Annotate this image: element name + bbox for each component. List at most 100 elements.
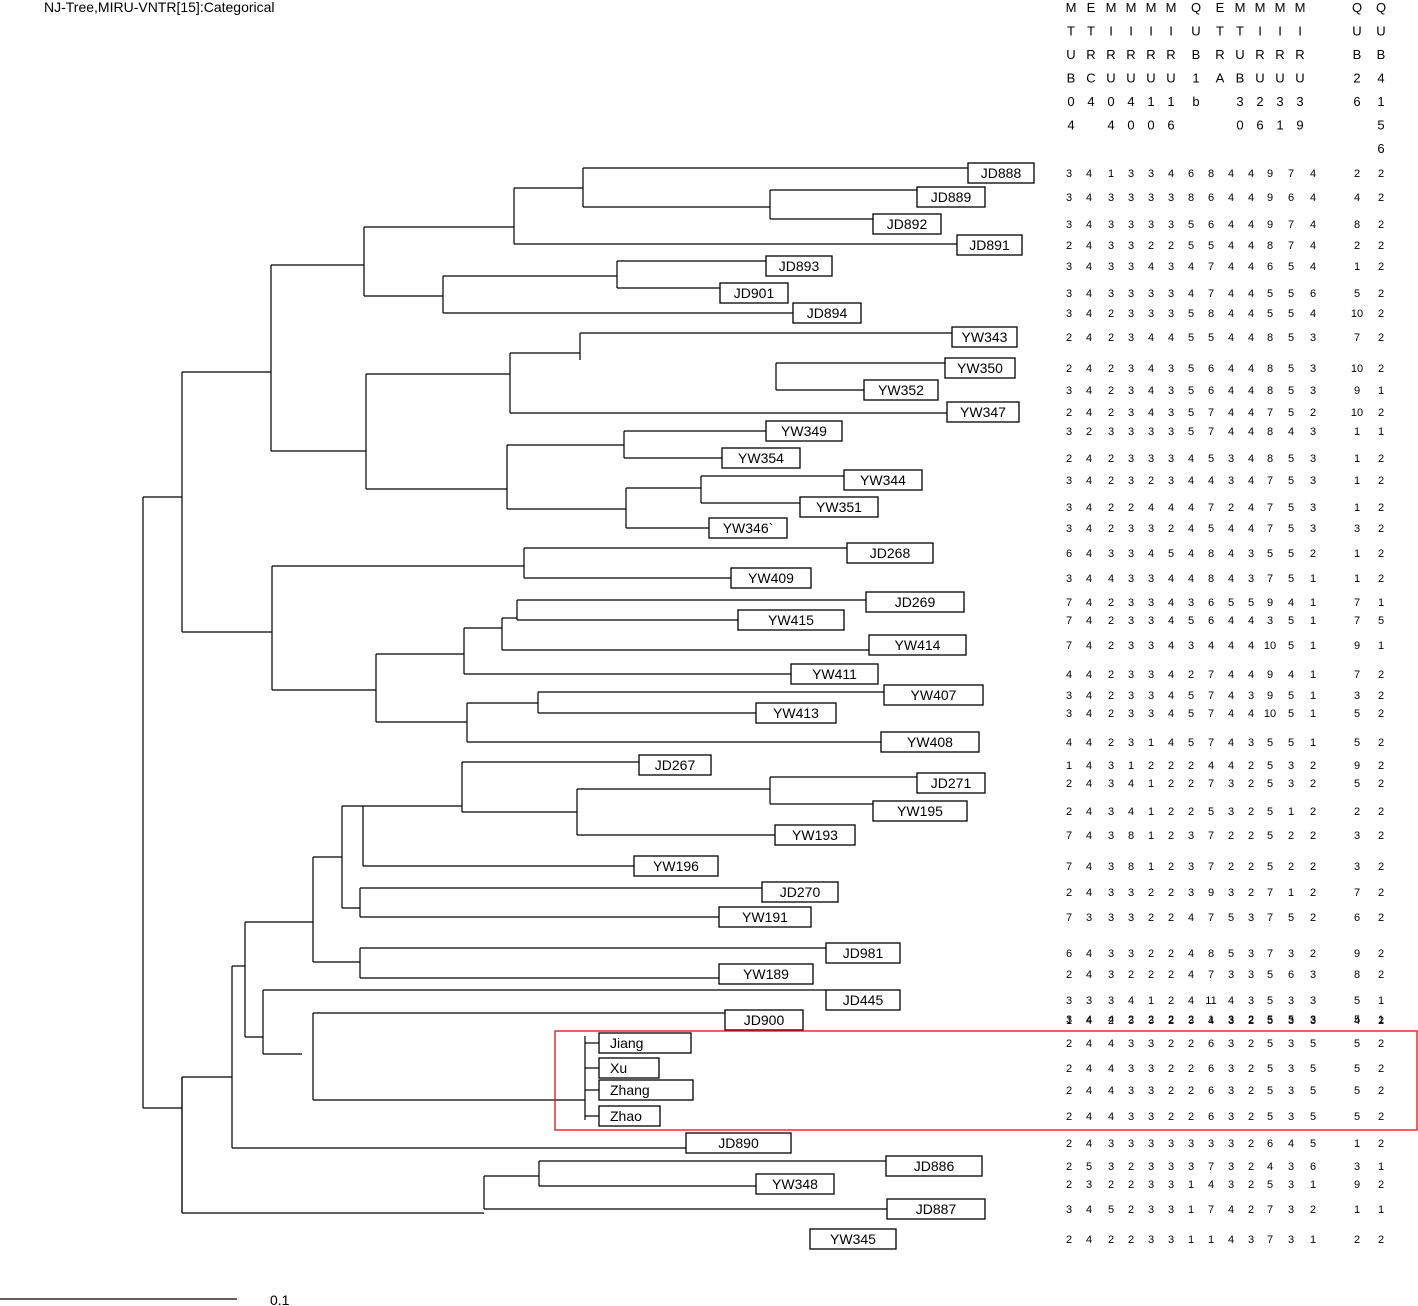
table-cell: 7 — [1208, 737, 1214, 749]
leaf-box — [719, 282, 789, 304]
leaf-node: YW415 — [737, 609, 845, 631]
table-cell: 3 — [1128, 240, 1134, 252]
table-cell: 3 — [1128, 385, 1134, 397]
table-cell: 3 — [1066, 573, 1072, 585]
table-cell: 1 — [1378, 385, 1384, 397]
table-cell: 7 — [1354, 597, 1360, 609]
table-cell: 7 — [1288, 240, 1294, 252]
table-cell: 2 — [1086, 426, 1092, 438]
table-cell: 2 — [1128, 1179, 1134, 1191]
table-cell: 3 — [1188, 1015, 1194, 1027]
leaf-label: YW413 — [773, 705, 819, 721]
table-cell: 5 — [1267, 548, 1273, 560]
table-cell: 6 — [1208, 363, 1214, 375]
leaf-label: YW343 — [962, 329, 1008, 345]
table-cell: 3 — [1188, 1161, 1194, 1173]
table-cell: 7 — [1267, 912, 1273, 924]
table-cell: 5 — [1378, 615, 1384, 627]
table-cell: 3 — [1310, 1015, 1316, 1027]
leaf-box — [916, 772, 986, 794]
table-cell: 2 — [1378, 475, 1384, 487]
table-cell: 2 — [1378, 240, 1384, 252]
table-cell: 2 — [1378, 219, 1384, 231]
table-cell: 8 — [1354, 219, 1360, 231]
table-cell: 2 — [1148, 969, 1154, 981]
table-cell: 2 — [1378, 288, 1384, 300]
table-cell: 4 — [1228, 760, 1234, 772]
table-cell: 4 — [1188, 912, 1194, 924]
leaf-box — [825, 942, 901, 964]
table-cell: 2 — [1378, 1085, 1384, 1097]
table-cell: 4 — [1086, 332, 1092, 344]
table-cell: 3 — [1310, 523, 1316, 535]
table-cell: 5 — [1267, 806, 1273, 818]
table-cell: 4 — [1086, 948, 1092, 960]
table-cell: 2 — [1128, 1204, 1134, 1216]
table-cell: 3 — [1248, 737, 1254, 749]
table-cell: 9 — [1267, 669, 1273, 681]
table-cell: 3 — [1148, 640, 1154, 652]
table-cell: 6 — [1208, 219, 1214, 231]
table-cell: 3 — [1354, 523, 1360, 535]
table-cell: 9 — [1354, 1179, 1360, 1191]
table-cell: 6 — [1208, 385, 1214, 397]
table-cell: 10 — [1351, 363, 1363, 375]
table-cell: 2 — [1248, 1138, 1254, 1150]
table-cell: 5 — [1267, 778, 1273, 790]
table-cell: 3 — [1248, 948, 1254, 960]
table-cell: 3 — [1148, 1111, 1154, 1123]
table-cell: 4 — [1228, 407, 1234, 419]
table-cell: 5 — [1267, 760, 1273, 772]
table-cell: 5 — [1354, 288, 1360, 300]
table-cell: 5 — [1310, 1063, 1316, 1075]
leaf-box — [730, 567, 812, 589]
leaf-label: YW408 — [907, 734, 953, 750]
table-cell: 2 — [1108, 615, 1114, 627]
table-cell: 3 — [1188, 830, 1194, 842]
table-cell: 9 — [1354, 948, 1360, 960]
table-cell: 4 — [1228, 240, 1234, 252]
table-cell: 5 — [1288, 308, 1294, 320]
table-cell: 4 — [1188, 288, 1194, 300]
table-cell: 4 — [1228, 523, 1234, 535]
table-cell: 2 — [1310, 806, 1316, 818]
table-cell: 1 — [1354, 426, 1360, 438]
table-cell: 3 — [1128, 708, 1134, 720]
table-cell: 3 — [1066, 475, 1072, 487]
table-cell: 5 — [1228, 948, 1234, 960]
leaf-node: YW411 — [790, 663, 879, 685]
table-cell: 5 — [1208, 332, 1214, 344]
table-cell: 3 — [1086, 1179, 1092, 1191]
table-cell: 9 — [1267, 597, 1273, 609]
table-cell: 2 — [1378, 308, 1384, 320]
table-cell: 3 — [1148, 1015, 1154, 1027]
table-cell: 8 — [1188, 192, 1194, 204]
table-cell: 2 — [1148, 887, 1154, 899]
table-cell: 1 — [1378, 1161, 1384, 1173]
table-cell: 4 — [1086, 523, 1092, 535]
table-cell: 2 — [1378, 168, 1384, 180]
table-cell: 2 — [1378, 887, 1384, 899]
table-cell: 9 — [1267, 219, 1273, 231]
table-cell: 4 — [1248, 261, 1254, 273]
table-cell: 5 — [1288, 502, 1294, 514]
leaf-node: YW191 — [718, 906, 812, 928]
table-cell: 4 — [1148, 385, 1154, 397]
table-cell: 5 — [1310, 1038, 1316, 1050]
table-cell: 6 — [1310, 288, 1316, 300]
table-cell: 7 — [1208, 912, 1214, 924]
table-cell: 3 — [1228, 1063, 1234, 1075]
leaf-node: JD886 — [885, 1155, 983, 1177]
leaf-box — [708, 517, 788, 539]
table-cell: 2 — [1066, 887, 1072, 899]
